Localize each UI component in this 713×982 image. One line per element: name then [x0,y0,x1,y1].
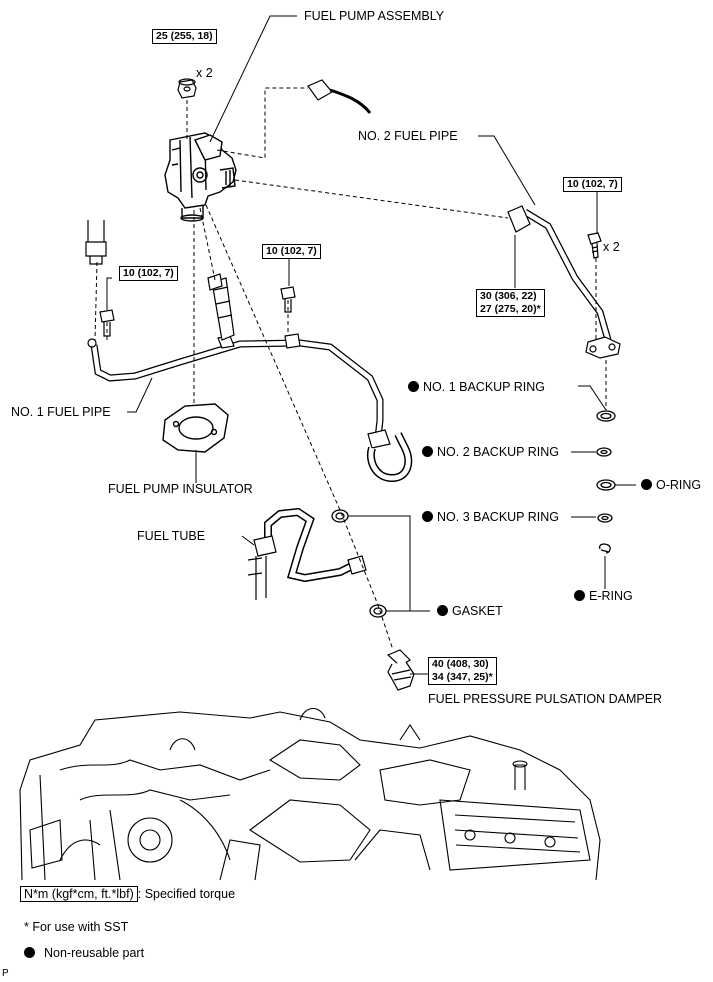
engine-illustration [19,707,601,881]
non-reusable-dot-icon [641,479,652,490]
non-reusable-dot-icon [422,511,433,522]
label-no1-backup-ring: NO. 1 BACKUP RING [408,380,545,395]
pump-nuts [177,78,197,99]
non-reusable-dot-icon [574,590,585,601]
torque-sst-line: 27 (275, 20)* [480,303,541,315]
legend-torque-unit: N*m (kgf*cm, ft.*lbf) [20,886,138,902]
label-no2-backup-ring: NO. 2 BACKUP RING [422,445,559,460]
legend-non-reusable: Non-reusable part [24,946,144,961]
fuel-pump-assembly [164,132,237,222]
label-fuel-pump-assembly: FUEL PUMP ASSEMBLY [304,9,445,23]
no1-pipe-bolts [99,286,296,337]
label-no1-fuel-pipe: NO. 1 FUEL PIPE [11,405,111,419]
torque-no1-pipe-bolt-left: 10 (102, 7) [119,266,178,281]
legend-sst-note: * For use with SST [24,920,129,934]
non-reusable-dot-icon [24,947,35,958]
torque-line: 30 (306, 22) [480,290,537,302]
pulsation-damper-part [386,649,415,691]
non-reusable-dot-icon [422,446,433,457]
label-e-ring: E-RING [574,589,633,604]
torque-pulsation-damper: 40 (408, 30) 34 (347, 25)* [428,657,497,685]
corner-code: P [2,968,9,979]
label-gasket: GASKET [437,604,503,619]
count-pump-nuts: x 2 [196,66,213,80]
label-no3-backup-ring: NO. 3 BACKUP RING [422,510,559,525]
no1-fuel-pipe [87,333,413,483]
torque-line: 40 (408, 30) [432,658,489,670]
small-rings [331,410,616,618]
torque-pump-nuts: 25 (255, 18) [152,29,217,44]
label-fuel-pressure-pulsation-damper: FUEL PRESSURE PULSATION DAMPER [428,692,663,706]
delivery-tube [207,273,235,341]
legend-torque-desc: : Specified torque [137,887,236,901]
label-no2-fuel-pipe: NO. 2 FUEL PIPE [358,129,458,143]
injector-stub [85,220,107,265]
torque-no1-pipe-bolt-right: 10 (102, 7) [262,244,321,259]
label-fuel-tube: FUEL TUBE [137,529,206,543]
torque-no2-pipe-union: 30 (306, 22) 27 (275, 20)* [476,289,545,317]
fuel-tube [247,507,367,600]
fuel-pump-connector [307,79,372,114]
count-no2-pipe-bolts: x 2 [603,240,620,254]
assembly-lines [94,87,607,651]
non-reusable-dot-icon [408,381,419,392]
legend-torque: N*m (kgf*cm, ft.*lbf): Specified torque [20,886,236,902]
no2-fuel-pipe [507,205,621,359]
non-reusable-dot-icon [437,605,448,616]
torque-sst-line: 34 (347, 25)* [432,671,493,683]
no2-pipe-bolt [587,232,602,259]
fuel-pump-insulator [162,403,229,453]
label-o-ring: O-RING [641,478,701,493]
torque-no2-pipe-bolt: 10 (102, 7) [563,177,622,192]
leader-lines [106,15,636,675]
label-fuel-pump-insulator: FUEL PUMP INSULATOR [108,482,253,496]
